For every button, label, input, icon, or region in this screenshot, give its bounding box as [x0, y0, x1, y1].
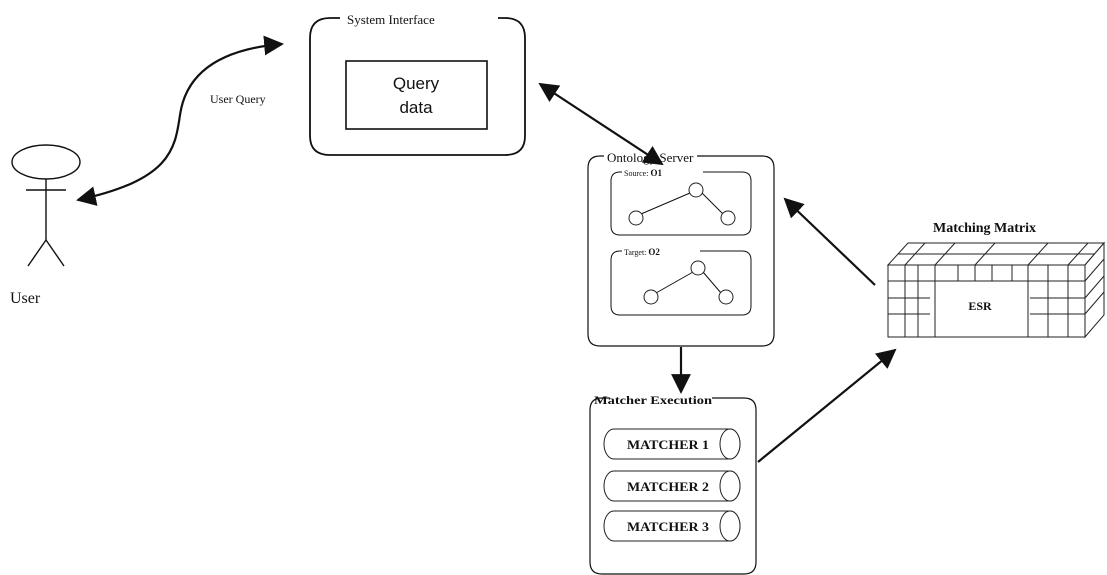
esr-label: ESR [968, 299, 992, 313]
matching-matrix: Matching Matrix [886, 221, 1106, 339]
source-id: O1 [650, 168, 662, 178]
user-query-label: User Query [210, 92, 266, 106]
target-label: Target: O2 [624, 247, 660, 257]
matcher-2-label: MATCHER 2 [627, 479, 709, 494]
cylinder-cap [719, 470, 741, 502]
matcher-execution-title: Matcher Execution [594, 393, 712, 407]
source-node-left [628, 210, 644, 226]
source-edge-left [640, 192, 691, 215]
matrix-top-grid [898, 242, 1094, 266]
query-data-line2: data [399, 98, 433, 117]
source-node-right [720, 210, 736, 226]
actor-left-leg [27, 239, 47, 267]
matcher-1-label: MATCHER 1 [627, 437, 709, 452]
matcher-matrix-arrow [757, 348, 897, 463]
actor-right-leg [45, 239, 65, 267]
matrix-ontology-arrow [783, 197, 876, 286]
target-edge-left [655, 271, 694, 294]
actor-head [11, 144, 81, 180]
system-interface-frame [309, 17, 526, 156]
source-node-root [688, 182, 704, 198]
matcher-execution-frame [589, 397, 757, 575]
user-query-arrow [76, 35, 284, 206]
matcher-3-label: MATCHER 3 [627, 519, 710, 534]
matcher-execution: Matcher Execution MATCHER 1 MATCHER 2 MA… [589, 393, 757, 575]
source-panel-frame [610, 171, 752, 236]
ontology-server: Ontology Server Source: O1 Target: O2 [587, 150, 775, 347]
target-prefix: Target: [624, 248, 646, 257]
source-label: Source: O1 [624, 168, 662, 178]
query-data-line1: Query [393, 74, 440, 93]
target-id: O2 [648, 247, 660, 257]
target-panel-frame [610, 250, 752, 316]
ontology-server-frame [587, 155, 775, 347]
matcher-cylinder-3: MATCHER 3 [603, 510, 741, 542]
target-node-root [690, 260, 706, 276]
actor-label: User [10, 290, 41, 307]
system-interface: System Interface Query data [309, 12, 526, 156]
source-edge-right [701, 192, 724, 215]
target-node-left [643, 289, 659, 305]
query-data-box [345, 60, 488, 130]
matrix-front-grid [888, 265, 1085, 337]
matching-matrix-title: Matching Matrix [933, 221, 1036, 236]
target-edge-right [702, 271, 722, 294]
target-ontology-panel: Target: O2 [610, 247, 752, 316]
esr-cell [936, 282, 1027, 330]
system-interface-title: System Interface [347, 12, 435, 27]
matcher-cylinder-2: MATCHER 2 [603, 470, 741, 502]
cylinder-cap [719, 428, 741, 460]
matrix-side-grid [1084, 258, 1105, 315]
target-node-right [718, 289, 734, 305]
matcher-cylinder-1: MATCHER 1 [603, 428, 741, 460]
interface-ontology-arrow [538, 82, 664, 166]
source-ontology-panel: Source: O1 [610, 168, 752, 236]
ontology-server-title: Ontology Server [607, 150, 694, 165]
source-prefix: Source: [624, 169, 648, 178]
cylinder-cap [719, 510, 741, 542]
user-actor: User [10, 144, 81, 307]
